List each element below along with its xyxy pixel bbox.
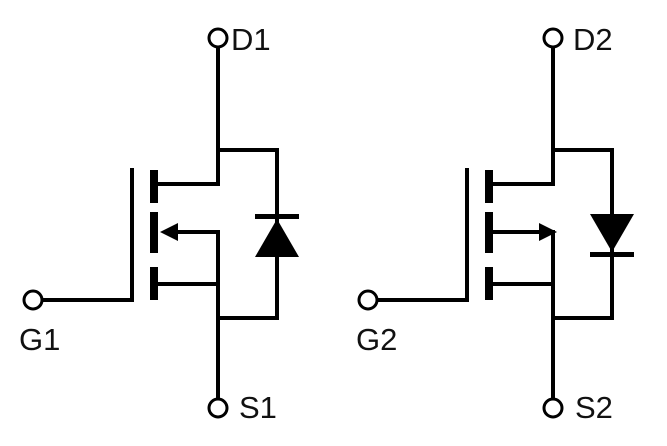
terminal-label-g2: G2 [356, 322, 397, 357]
terminal-label-g1: G1 [19, 322, 60, 357]
body-arrow-icon [160, 223, 178, 241]
body-diode-icon [590, 214, 634, 257]
source-wire [493, 230, 555, 399]
terminal-node-g1 [22, 289, 44, 311]
drain-wire [493, 47, 555, 186]
diode-cathode-bar [255, 214, 299, 219]
diode-anode-triangle [255, 219, 299, 257]
terminal-node-g2 [357, 289, 379, 311]
terminal-label-d1: D1 [231, 22, 271, 57]
channel-segment-bottom [485, 267, 493, 300]
terminal-node-d1 [207, 27, 229, 49]
body-diode-icon [255, 214, 299, 257]
terminal-label-s1: S1 [239, 390, 277, 425]
diode-cathode-bar [590, 252, 634, 257]
source-wire [176, 230, 220, 399]
channel-segment-middle [485, 212, 493, 253]
transistor-q2: D2 G2 S2 [356, 22, 634, 425]
transistor-q1: D1 G1 S1 [19, 22, 299, 425]
body-diode-branch-wire [218, 148, 279, 320]
diode-anode-triangle [590, 214, 634, 252]
channel-segment-middle [150, 212, 158, 253]
channel-segment-top [485, 170, 493, 203]
terminal-label-s2: S2 [575, 390, 613, 425]
channel-segment-bottom [150, 267, 158, 300]
gate-wire [377, 168, 469, 302]
terminal-node-d2 [542, 27, 564, 49]
terminal-label-d2: D2 [573, 22, 613, 57]
drain-wire [158, 47, 220, 186]
terminal-node-s2 [542, 397, 564, 419]
gate-wire [42, 168, 134, 302]
channel-segment-top [150, 170, 158, 203]
terminal-node-s1 [207, 397, 229, 419]
body-arrow-icon [539, 223, 557, 241]
